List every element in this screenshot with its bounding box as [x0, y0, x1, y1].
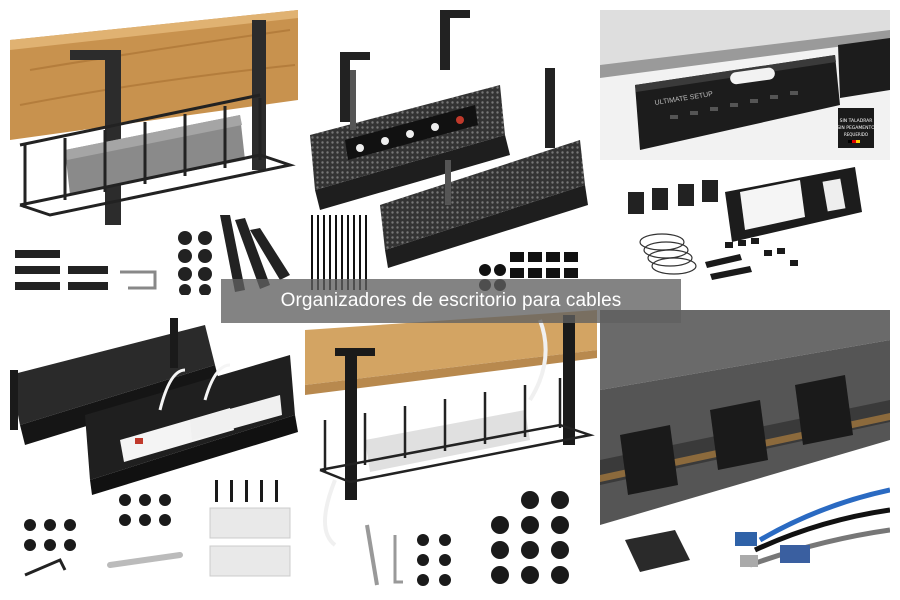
wire-basket-tray-image [10, 10, 298, 295]
mesh-basket-illustration [310, 10, 588, 291]
solid-tray-desk-image: ULTIMATE SETUP SIN TALADRAR SIN PEGAMENT… [600, 10, 890, 160]
wire-basket-illustration [10, 10, 298, 295]
wire-basket-cables-image [305, 310, 597, 595]
cable-clip-rail-image [600, 310, 890, 600]
tag-line-1: SIN TALADRAR [840, 118, 873, 124]
tray-kit-accessories-image [600, 162, 890, 295]
wire-basket-cables-illustration [305, 310, 597, 586]
cable-clip-rail-illustration [600, 310, 890, 600]
caption-banner: Organizadores de escritorio para cables [221, 279, 681, 323]
caption-text: Organizadores de escritorio para cables [280, 290, 622, 311]
solid-tray-illustration: ULTIMATE SETUP SIN TALADRAR SIN PEGAMENT… [600, 10, 890, 160]
tag-line-2: SIN PEGAMENTO [837, 125, 875, 131]
mesh-basket-tray-image [300, 10, 597, 295]
tag-line-3: REQUERIDO [844, 132, 868, 137]
double-tray-illustration [10, 318, 298, 577]
double-tray-image [10, 310, 298, 595]
tray-kit-illustration [628, 167, 862, 280]
